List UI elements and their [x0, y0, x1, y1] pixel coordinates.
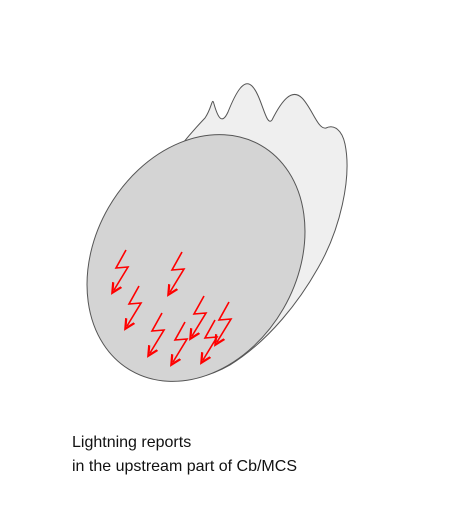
cloud-core: [86, 134, 306, 382]
lightning-bolts: [114, 249, 233, 362]
lightning-bolt-icon: [173, 321, 189, 362]
lightning-bolt-icon: [192, 295, 208, 336]
lightning-bolt-icon: [217, 301, 233, 342]
caption-line-2: in the upstream part of Cb/MCS: [72, 458, 297, 475]
lightning-bolt-icon: [150, 312, 166, 353]
lightning-bolt-icon: [170, 251, 186, 292]
lightning-bolt-icon: [203, 319, 219, 360]
caption: Lightning reports in the upstream part o…: [72, 431, 297, 479]
caption-line-1: Lightning reports: [72, 434, 192, 451]
lightning-bolt-icon: [127, 285, 143, 326]
lightning-bolt-icon: [114, 249, 130, 290]
